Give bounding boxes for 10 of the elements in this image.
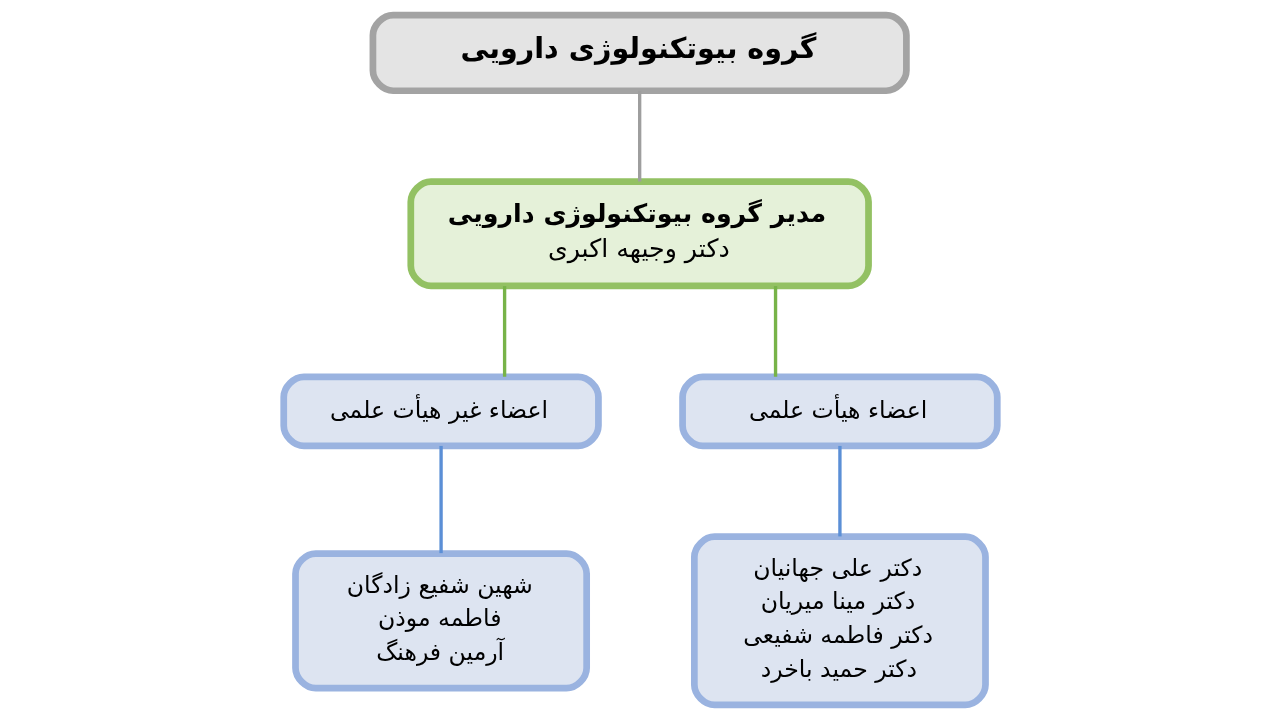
node-box: دکتر علی جهانیان دکتر مینا میریان دکتر فاطمه شفیعی دکتر حمید باخرد bbox=[690, 533, 989, 709]
connector bbox=[502, 286, 506, 377]
node-box: مدیر گروه بیوتکنولوژی دارویی دکتر وجیهه اکبری bbox=[406, 178, 872, 290]
connector bbox=[837, 445, 842, 537]
connector bbox=[773, 286, 777, 377]
node-box: شهین شفیع زادگان فاطمه موذن آرمین فرهنگ bbox=[291, 550, 590, 692]
node-box: اعضاء غیر هیأت علمی bbox=[279, 373, 602, 450]
node-box: گروه بیوتکنولوژی دارویی bbox=[369, 11, 910, 95]
connector bbox=[438, 445, 443, 554]
node-box: اعضاء هیأت علمی bbox=[678, 373, 1001, 450]
